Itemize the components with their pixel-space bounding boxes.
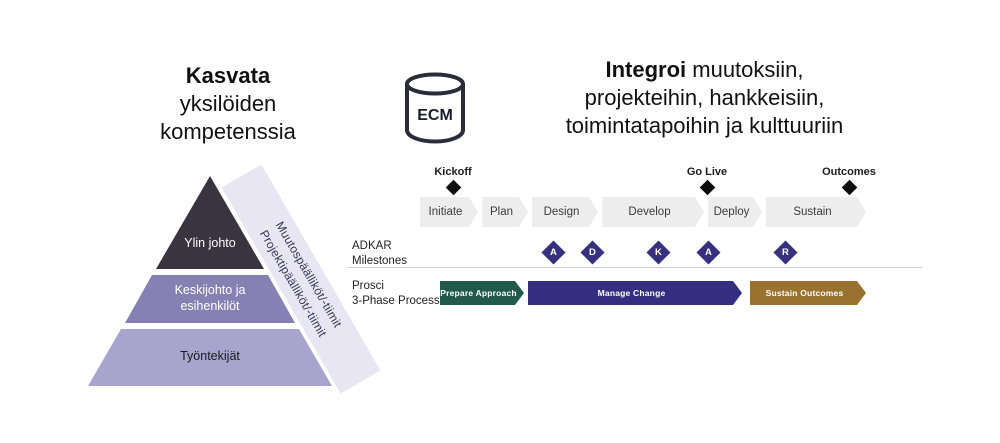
phase-initiate: Initiate [420,197,478,227]
milestone-diamond-icon [841,179,857,196]
phase-design: Design [532,197,598,227]
left-title: Kasvata yksilöiden kompetenssia [98,62,358,146]
pyramid-level-middle [125,275,295,323]
milestone-outcomes-label: Outcomes [822,166,876,178]
phase-deploy: Deploy [708,197,762,227]
right-title-line2: projekteihin, hankkeisiin, [584,85,825,111]
phase-sustain: Sustain [766,197,866,227]
prosci-phase-sustain: Sustain Outcomes [750,281,866,305]
milestone-go-live: Go Live [672,166,742,196]
milestone-diamond-icon [445,179,461,196]
left-title-line2: yksilöiden [179,91,277,117]
pyramid-level-middle-label: Keskijohto ja esihenkilöt [174,283,246,314]
left-title-line3: kompetenssia [160,119,296,145]
ecm-cylinder-icon: ECM [400,70,470,151]
adkar-diamond-knowledge: K [645,239,671,265]
adkar-diamond-ability: A [695,239,721,265]
milestone-diamond-icon [699,179,715,196]
left-title-bold: Kasvata [185,63,271,88]
ecm-label: ECM [417,107,453,124]
milestone-kickoff: Kickoff [418,166,488,196]
milestone-kickoff-label: Kickoff [434,166,472,178]
right-title-line1-rest: muutoksiin, [686,57,804,82]
pyramid-level-bottom-label: Työntekijät [180,349,240,363]
competence-pyramid: Ylin johto Keskijohto ja esihenkilöt Työ… [88,176,332,386]
adkar-row-label: ADKAR Milestones [352,240,407,267]
prosci-phase-prepare: Prepare Approach [440,281,524,305]
divider-line [348,267,922,268]
prosci-row-label: Prosci 3-Phase Process [352,280,440,307]
milestone-outcomes: Outcomes [814,166,884,196]
right-title-bold: Integroi [605,57,687,82]
adkar-diamond-reinforcement: R [772,239,798,265]
adkar-diamond-desire: D [579,239,605,265]
right-title-line3: toimintatapoihin ja kulttuuriin [565,113,844,139]
phase-develop: Develop [602,197,704,227]
pyramid-level-bottom [88,329,332,386]
adkar-diamond-awareness: A [540,239,566,265]
right-title: Integroi muutoksiin, projekteihin, hankk… [482,56,927,140]
milestone-go-live-label: Go Live [686,166,728,178]
prosci-phase-manage: Manage Change [528,281,742,305]
phase-plan: Plan [482,197,528,227]
pyramid-level-top-label: Ylin johto [184,236,236,250]
